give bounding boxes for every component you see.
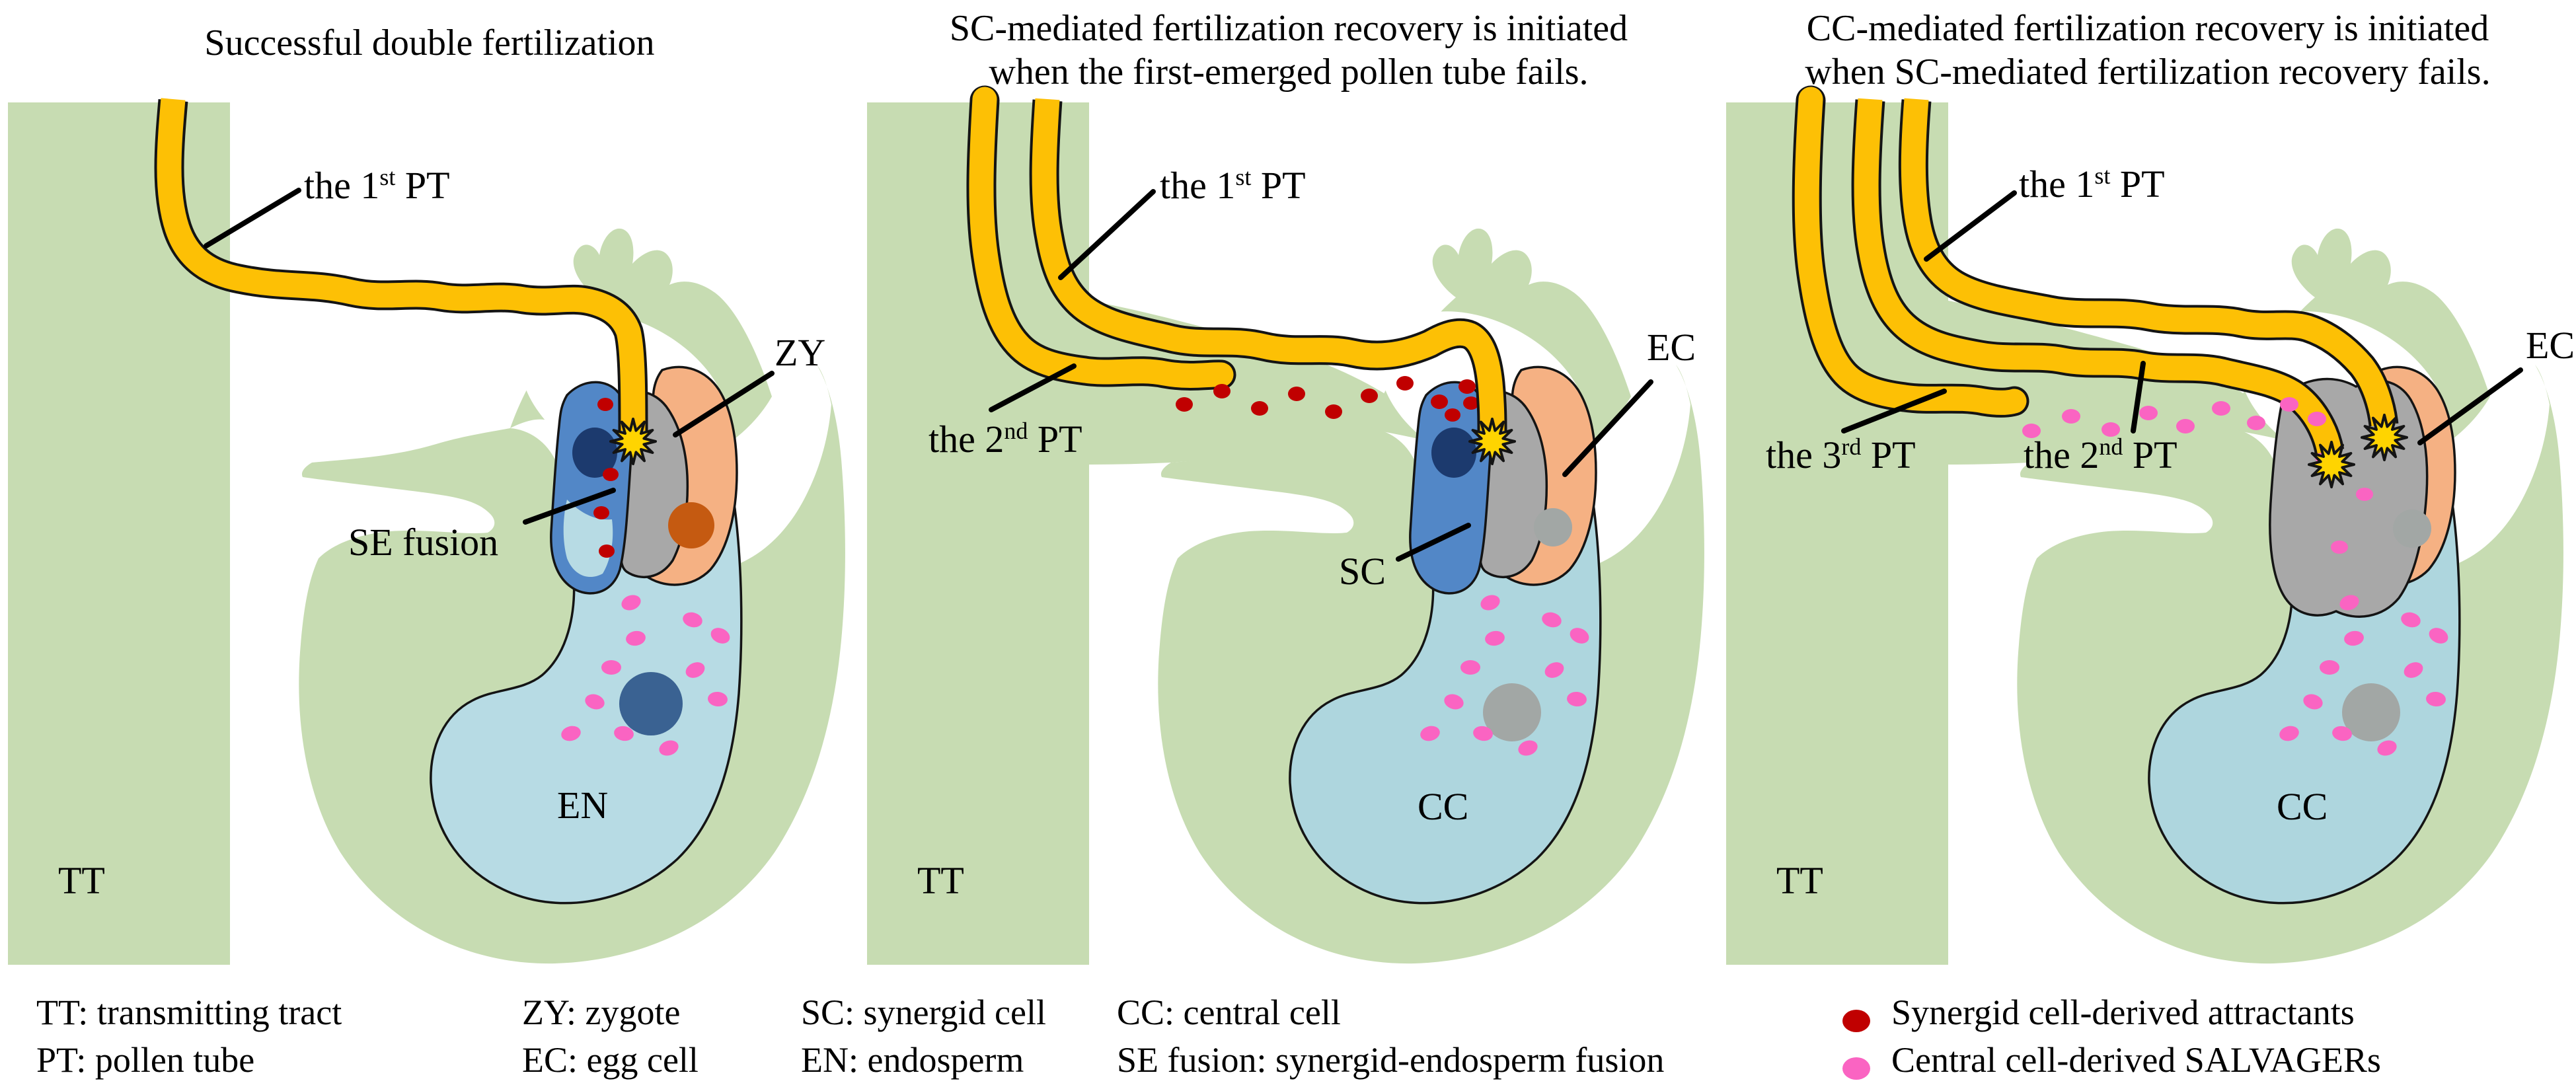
legend-column-2: ZY: zygote EC: egg cell [522, 989, 699, 1084]
pointer-line-se-fusion [523, 488, 616, 525]
legend-column-4: CC: central cell SE fusion: synergid-end… [1117, 989, 1664, 1084]
label-ec: EC [2526, 324, 2575, 367]
label-pt1: the 1st PT [2019, 163, 2165, 206]
label-ec: EC [1647, 326, 1696, 369]
transmitting-tract [8, 102, 230, 965]
panel-1-diagram: the 1st PT ZY SE fusion EN TT [8, 98, 845, 965]
legend-item: Synergid cell-derived attractants [1891, 993, 2355, 1032]
central-cell-nucleus [1483, 683, 1541, 741]
label-tt: TT [1776, 859, 1823, 902]
pointer-line-sc [1396, 523, 1471, 562]
legend-item: Central cell-derived SALVAGERs [1891, 1040, 2381, 1080]
panel-2-diagram: the 1st PT the 2nd PT EC SC CC TT [867, 85, 1704, 965]
pointer-line-pt3 [1841, 389, 1947, 433]
endosperm-nucleus [619, 672, 683, 735]
pollen-tube-1 [154, 98, 648, 432]
zygote-nucleus [668, 502, 714, 548]
legend-item: ZY: zygote [522, 993, 681, 1032]
attractant-dots-in-synergid [593, 398, 619, 558]
legend: TT: transmitting tract PT: pollen tube Z… [0, 989, 2576, 1089]
label-pt1: the 1st PT [1160, 164, 1306, 207]
legend-item: CC: central cell [1117, 993, 1341, 1032]
label-cc: CC [2277, 785, 2328, 828]
synergid-nucleus [572, 428, 617, 478]
pollen-tube-3 [1792, 85, 2029, 418]
salvager-dot-icon [1842, 1057, 1870, 1080]
pointer-line-pt1 [1058, 189, 1156, 280]
attractant-dot-trail [1176, 376, 1476, 419]
label-sc: SC [1339, 550, 1386, 593]
legend-item: PT: pollen tube [36, 1040, 255, 1080]
pointer-line-pt1 [204, 188, 301, 248]
panel-successful-double-fertilization: the 1st PT ZY SE fusion EN TT Successful… [0, 0, 859, 978]
degenerated-synergids [2269, 377, 2429, 618]
pointer-line-pt2 [2131, 361, 2146, 433]
legend-item: EC: egg cell [522, 1040, 699, 1080]
label-pt3: the 3rd PT [1766, 433, 1916, 476]
central-cell-nucleus [2342, 683, 2400, 741]
panel-title: Successful double fertilization [204, 22, 655, 63]
egg-cell-nucleus [1534, 508, 1572, 546]
label-zy: ZY [775, 331, 825, 374]
label-se-fusion: SE fusion [348, 521, 498, 564]
pollen-tube-2 [1851, 98, 2345, 455]
attractant-dots-in-synergid [1445, 396, 1479, 422]
legend-column-dots: Synergid cell-derived attractants Centra… [1891, 989, 2381, 1084]
salvager-dot-trail [2022, 397, 2326, 438]
label-tt: TT [58, 859, 105, 902]
label-cc: CC [1418, 785, 1468, 828]
pollen-tube-1 [1029, 98, 1507, 432]
pollen-tube-1 [1898, 98, 2399, 427]
synergid-nucleus [1431, 428, 1476, 478]
legend-column-1: TT: transmitting tract PT: pollen tube [36, 989, 342, 1084]
legend-item: TT: transmitting tract [36, 993, 342, 1032]
label-pt1: the 1st PT [304, 164, 450, 207]
pollen-tube-2 [966, 85, 1236, 391]
pointer-line-pt1 [1924, 190, 2017, 262]
panel-title: CC-mediated fertilization recovery is in… [1805, 8, 2491, 93]
label-tt: TT [917, 859, 964, 902]
legend-column-3: SC: synergid cell EN: endosperm [801, 989, 1046, 1084]
pointer-line-zy [673, 371, 775, 437]
legend-item: EN: endosperm [801, 1040, 1024, 1080]
pointer-line-pt2 [989, 363, 1077, 412]
legend-item: SE fusion: synergid-endosperm fusion [1117, 1040, 1665, 1080]
label-pt2: the 2nd PT [2024, 433, 2178, 476]
attractant-dot-icon [1842, 1010, 1870, 1032]
synergid-endosperm-fusion-patch [563, 500, 613, 578]
legend-item: SC: synergid cell [801, 993, 1046, 1032]
label-pt2: the 2nd PT [928, 418, 1082, 461]
pointer-line-ec [1562, 379, 1653, 477]
panel-title: SC-mediated fertilization recovery is in… [949, 8, 1628, 93]
panel-cc-mediated-recovery: the 1st PT the 3rd PT the 2nd PT EC CC T… [1718, 0, 2576, 978]
panel-3-diagram: the 1st PT the 3rd PT the 2nd PT EC CC T… [1726, 85, 2575, 965]
panel-sc-mediated-recovery: the 1st PT the 2nd PT EC SC CC TT SC-med… [859, 0, 1718, 978]
label-en: EN [557, 784, 608, 827]
egg-cell-nucleus [2393, 509, 2431, 548]
pointer-line-ec [2417, 367, 2523, 445]
